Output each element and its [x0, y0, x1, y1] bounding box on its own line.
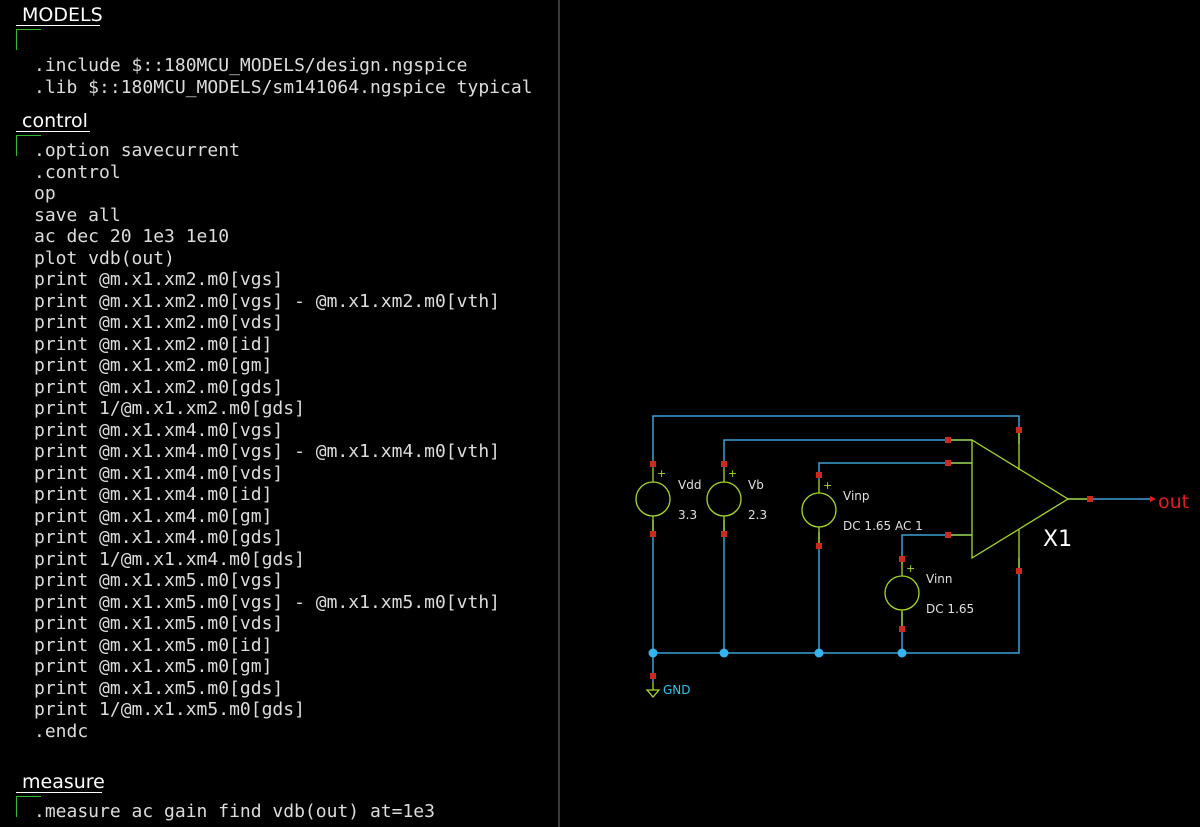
source-vinp[interactable] [801, 480, 837, 545]
code-line: .lib $::180MCU_MODELS/sm141064.ngspice t… [34, 76, 533, 98]
source-value-vinp: DC 1.65 AC 1 [843, 519, 923, 533]
code-line: .endc [34, 720, 89, 742]
code-line: print @m.x1.xm5.m0[vds] [34, 613, 284, 634]
pin-marker[interactable] [816, 543, 822, 549]
plus-sign-icon: + [728, 467, 737, 480]
pin-marker[interactable] [650, 673, 656, 679]
opamp-instance-name: X1 [1043, 527, 1072, 552]
code-line: plot vdb(out) [34, 247, 175, 269]
wires [652, 415, 1150, 682]
pin-marker[interactable] [650, 531, 656, 537]
models-block-bracket [16, 29, 41, 50]
code-line: print @m.x1.xm5.m0[vgs] [34, 570, 284, 591]
models-block-label: MODELS [22, 4, 103, 26]
source-value-vinn: DC 1.65 [926, 602, 974, 616]
plus-sign-icon: + [823, 479, 832, 492]
voltage-source-icon [706, 481, 742, 517]
code-line: print @m.x1.xm2.m0[gm] [34, 355, 273, 376]
ground-net-label[interactable]: GND [663, 683, 691, 697]
source-name-vdd: Vdd [678, 478, 701, 492]
code-line: print @m.x1.xm2.m0[id] [34, 333, 273, 355]
plus-sign-icon: + [657, 467, 666, 480]
control-code-lines: .option savecurrent .control op save all… [34, 140, 500, 742]
wire-opamp-ground[interactable] [653, 558, 1020, 654]
wire-vinn-input[interactable] [901, 534, 972, 564]
code-line: ac dec 20 1e3 1e10 [34, 226, 230, 247]
code-line: print @m.x1.xm4.m0[vds] [34, 462, 284, 484]
code-line: print @m.x1.xm2.m0[vds] [34, 312, 284, 333]
code-line: print @m.x1.xm5.m0[vgs] - @m.x1.xm5.m0[v… [34, 591, 500, 613]
junction-dot [719, 648, 729, 658]
code-line: print @m.x1.xm5.m0[gds] [34, 677, 284, 699]
junction-dot [648, 648, 658, 658]
source-value-vdd: 3.3 [678, 508, 697, 522]
ground-icon [645, 689, 661, 698]
opamp-x1[interactable] [948, 430, 1090, 572]
output-arrow-icon [1150, 496, 1156, 502]
ground-symbol[interactable] [645, 682, 661, 698]
pin-marker[interactable] [1087, 496, 1093, 502]
code-line: print @m.x1.xm4.m0[gds] [34, 527, 284, 548]
opamp-triangle-icon [971, 438, 1070, 560]
code-line: print @m.x1.xm4.m0[vgs] [34, 419, 284, 441]
wire-vb-bias[interactable] [723, 439, 972, 468]
junction-dot [814, 648, 824, 658]
pin-marker[interactable] [899, 626, 905, 632]
code-line: print @m.x1.xm5.m0[gm] [34, 656, 273, 677]
pin-marker[interactable] [721, 531, 727, 537]
measure-block-label: measure [22, 771, 105, 793]
code-line: print 1/@m.x1.xm4.m0[gds] [34, 548, 305, 570]
pin-marker[interactable] [945, 532, 951, 538]
pin-marker[interactable] [899, 556, 905, 562]
pin-markers [650, 427, 1093, 679]
panel-divider [558, 0, 560, 827]
code-line: print @m.x1.xm2.m0[gds] [34, 376, 284, 398]
control-block-bracket [16, 135, 41, 156]
code-line: print @m.x1.xm2.m0[vgs] - @m.x1.xm2.m0[v… [34, 290, 500, 312]
code-line: .include $::180MCU_MODELS/design.ngspice [34, 55, 468, 76]
pin-marker[interactable] [945, 437, 951, 443]
code-line: print @m.x1.xm2.m0[vgs] [34, 269, 284, 290]
code-line: .option savecurrent [34, 140, 240, 161]
measure-code-lines: .measure ac gain find vdb(out) at=1e3 [34, 801, 435, 823]
code-line: print @m.x1.xm5.m0[id] [34, 634, 273, 656]
control-label-underline [16, 131, 90, 132]
code-line: .control [34, 161, 121, 183]
pin-marker[interactable] [721, 461, 727, 467]
control-block-label: control [22, 110, 88, 132]
output-net-label[interactable]: out [1158, 491, 1189, 513]
models-code-lines: .include $::180MCU_MODELS/design.ngspice… [34, 55, 533, 98]
pin-marker[interactable] [1016, 427, 1022, 433]
junction-dot [897, 648, 907, 658]
plus-sign-icon: + [906, 562, 915, 575]
junction-dots [648, 648, 907, 658]
voltage-source-icon [884, 575, 920, 611]
wire-vdd-supply[interactable] [652, 415, 1020, 468]
source-vinn[interactable] [884, 560, 920, 628]
voltage-source-icon [801, 492, 837, 528]
code-line: print 1/@m.x1.xm2.m0[gds] [34, 398, 305, 419]
code-line: print 1/@m.x1.xm5.m0[gds] [34, 699, 305, 720]
pin-marker[interactable] [816, 472, 822, 478]
code-line: print @m.x1.xm4.m0[vgs] - @m.x1.xm4.m0[v… [34, 441, 500, 462]
measure-block-bracket [16, 796, 41, 817]
code-line: print @m.x1.xm4.m0[id] [34, 484, 273, 505]
source-vb[interactable] [706, 468, 742, 532]
voltage-source-icon [635, 481, 671, 517]
pin-marker[interactable] [1016, 568, 1022, 574]
pin-marker[interactable] [650, 461, 656, 467]
code-line: save all [34, 204, 121, 226]
code-line: op [34, 183, 56, 204]
source-name-vb: Vb [748, 478, 764, 492]
models-label-underline [16, 25, 100, 26]
code-line: .measure ac gain find vdb(out) at=1e3 [34, 801, 435, 822]
source-name-vinp: Vinp [843, 489, 870, 503]
pin-marker[interactable] [945, 460, 951, 466]
source-name-vinn: Vinn [926, 572, 953, 586]
measure-label-underline [16, 792, 102, 793]
source-vdd[interactable] [635, 468, 671, 532]
source-value-vb: 2.3 [748, 508, 767, 522]
code-line: print @m.x1.xm4.m0[gm] [34, 505, 273, 527]
